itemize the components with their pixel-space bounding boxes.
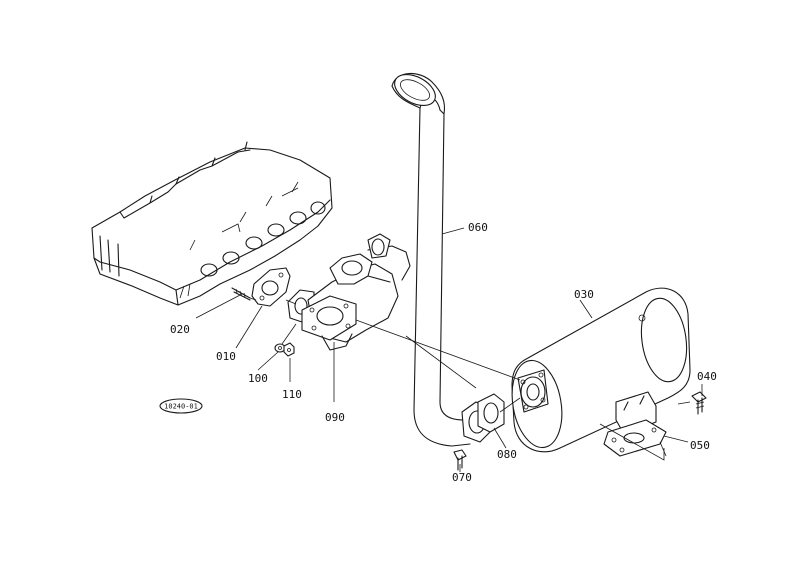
bolt-040 — [691, 391, 707, 415]
callout-050: 050 — [690, 439, 710, 452]
reference-code-badge: 10240-01 — [159, 398, 203, 414]
tail-pipe-060 — [391, 72, 493, 447]
callout-040: 040 — [697, 370, 717, 383]
callout-060: 060 — [468, 221, 488, 234]
exhaust-elbow-090 — [287, 233, 411, 351]
callout-leaders — [195, 227, 703, 472]
bracket-050 — [603, 391, 667, 457]
callout-090: 090 — [325, 411, 345, 424]
reference-code: 10240-01 — [164, 403, 198, 411]
callout-labels: 020 010 100 110 090 060 030 040 050 080 … — [170, 221, 717, 484]
callout-010: 010 — [216, 350, 236, 363]
cylinder-head — [91, 141, 333, 306]
callout-080: 080 — [497, 448, 517, 461]
callout-030: 030 — [574, 288, 594, 301]
callout-100: 100 — [248, 372, 268, 385]
callout-020: 020 — [170, 323, 190, 336]
gasket-080 — [477, 393, 505, 433]
callout-110: 110 — [282, 388, 302, 401]
assembly-lines — [249, 297, 691, 461]
bolt-070 — [453, 449, 467, 471]
callout-070: 070 — [452, 471, 472, 484]
gasket-010 — [251, 267, 291, 307]
nut-washer-100-110 — [274, 342, 295, 357]
muffler-030 — [511, 287, 691, 453]
stud-020 — [231, 287, 251, 301]
